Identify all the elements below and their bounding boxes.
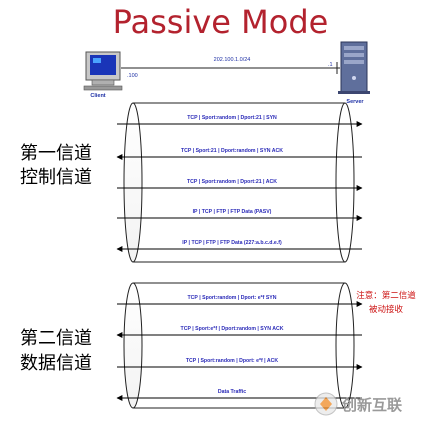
message-label: Data Traffic [218,389,246,395]
data-channel-label-1: 第二信道 [20,328,92,349]
control-channel-tunnel [123,102,355,263]
server-tower-icon [338,41,370,94]
data-channel-label-2: 数据信道 [20,353,92,374]
watermark-logo-icon [314,392,338,416]
client-computer-icon [83,51,123,91]
message-label: IP | TCP | FTP | FTP Data (PASV) [193,209,272,215]
message-label: TCP | Sport:e*f | Dport:random | SYN ACK [181,326,284,332]
message-label: IP | TCP | FTP | FTP Data (227:a.b.c.d.e… [182,240,282,246]
control-channel-messages: TCP | Sport:random | Dport:21 | SYN TCP |… [116,115,363,252]
message-label: TCP | Sport:random | Dport:21 | ACK [187,179,277,185]
server-ip-label: .1 [328,62,333,68]
diagram-title: Passive Mode [112,3,329,41]
note-line-1: 注意：第二信道 [356,290,416,301]
subnet-label: 202.100.1.0/24 [214,57,251,63]
client-label: Client [90,93,105,99]
message-label: TCP | Sport:random | Dport: e*f | ACK [186,358,279,364]
server-label: Server [346,99,364,105]
data-channel-tunnel [123,282,355,409]
client-ip-label: .100 [127,73,138,79]
message-label: TCP | Sport:21 | Dport:random | SYN ACK [181,148,283,154]
watermark-text: 创新互联 [341,396,403,414]
message-label: TCP | Sport:random | Dport: e*f SYN [188,295,277,301]
data-channel-messages: TCP | Sport:random | Dport: e*f SYN TCP |… [116,295,363,401]
control-channel-label-2: 控制信道 [20,167,92,188]
message-label: TCP | Sport:random | Dport:21 | SYN [187,115,277,121]
control-channel-label-1: 第一信道 [20,143,92,164]
note-line-2: 被动接收 [369,304,404,315]
